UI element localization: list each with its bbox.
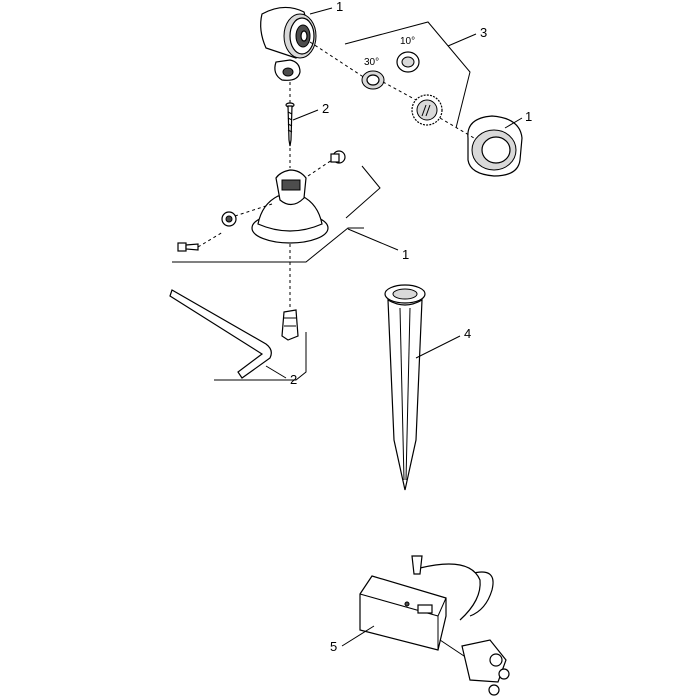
ground-spike: [384, 284, 426, 491]
group-bracket-base: [172, 165, 381, 263]
label-front-ring: 1: [525, 109, 532, 124]
label-spotlight: 1: [336, 0, 343, 14]
callout-labels: 1 2 3 1 1 2 4 5 30° 10°: [290, 0, 532, 654]
assembly-guide-lines: [197, 41, 475, 310]
spotlight-housing: [260, 6, 317, 81]
label-wrench: 2: [290, 372, 297, 387]
group-bracket-tools: [214, 332, 307, 381]
leader-lines: [265, 7, 523, 647]
hex-wrench: [169, 289, 272, 379]
label-base-mount: 1: [402, 247, 409, 262]
label-screw: 2: [322, 101, 329, 116]
label-30-degree: 30°: [364, 57, 379, 68]
group-bracket-lens-set: [344, 21, 471, 129]
lens-10-degree: [396, 51, 420, 73]
pivot-knob: [330, 150, 346, 164]
front-ring: [467, 115, 523, 177]
label-transformer: 5: [330, 639, 337, 654]
power-transformer: [359, 555, 510, 696]
lens-30-degree: [361, 70, 385, 90]
wall-dowel: [281, 309, 299, 341]
hex-bolt: [177, 242, 199, 252]
label-10-degree: 10°: [400, 36, 415, 47]
label-lens-set: 3: [480, 25, 487, 40]
base-mount: [251, 169, 329, 244]
label-ground-spike: 4: [464, 326, 471, 341]
mounting-screw: [285, 102, 295, 147]
washer: [221, 211, 237, 227]
lens-retaining-ring: [411, 94, 443, 126]
